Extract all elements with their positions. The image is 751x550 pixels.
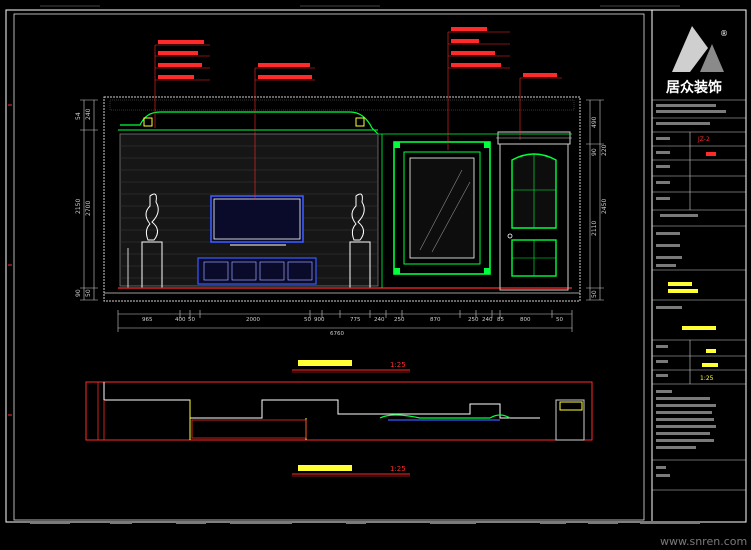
outer-frame bbox=[5, 9, 747, 523]
w-50c: 50 bbox=[556, 317, 563, 323]
w-900: 900 bbox=[314, 317, 325, 323]
door-handle bbox=[507, 233, 513, 239]
dim-r-90: 90 bbox=[591, 148, 598, 156]
glass-reflection bbox=[419, 169, 471, 253]
registered-mark: ® bbox=[720, 29, 728, 38]
door-frame bbox=[499, 143, 569, 291]
tv-screen-inner bbox=[213, 198, 301, 240]
plan-door-yellow bbox=[559, 401, 583, 411]
title-block-fields bbox=[656, 104, 726, 477]
callout-labels bbox=[158, 27, 557, 79]
left-dimensions bbox=[80, 99, 98, 301]
dim-r-50: 50 bbox=[591, 290, 598, 298]
callout-leaders bbox=[154, 31, 562, 200]
watermark: www.snren.com bbox=[660, 535, 747, 548]
w-250a: 250 bbox=[394, 317, 405, 323]
plan-outline bbox=[85, 381, 593, 441]
plan-view bbox=[85, 381, 593, 441]
elevation-title: 1:25 bbox=[292, 360, 410, 373]
crown-yellow-right bbox=[355, 117, 365, 127]
w-250b: 250 bbox=[468, 317, 479, 323]
sculpture-left bbox=[145, 193, 159, 241]
field-yellow-2 bbox=[668, 289, 698, 293]
footer-notes bbox=[30, 521, 700, 524]
door-upper-grid bbox=[512, 154, 556, 228]
field-yellow-5 bbox=[702, 363, 718, 367]
w-400: 400 bbox=[175, 317, 186, 323]
dim-50: 50 bbox=[85, 289, 92, 297]
w-2000: 2000 bbox=[246, 317, 260, 323]
w-965: 965 bbox=[142, 317, 153, 323]
title-block: ® 居众装饰 bbox=[652, 26, 746, 491]
dim-r-490: 490 bbox=[591, 116, 598, 128]
tv-cabinet-drawers bbox=[203, 261, 313, 281]
plan-glass-panel bbox=[379, 414, 511, 419]
wall-hatch-top bbox=[109, 99, 575, 111]
side-markers bbox=[8, 104, 12, 416]
bottom-dimensions bbox=[117, 310, 573, 332]
glass-panel-frame bbox=[393, 141, 491, 275]
w-240b: 240 bbox=[482, 317, 493, 323]
w-50a: 50 bbox=[188, 317, 195, 323]
right-dimension-labels: 490 90 220 2450 2110 50 bbox=[591, 116, 608, 298]
elevation-scale: 1:25 bbox=[390, 361, 406, 369]
plan-title: 1:25 bbox=[292, 465, 410, 477]
dim-90: 90 bbox=[75, 289, 82, 297]
dim-r-2450: 2450 bbox=[601, 199, 608, 214]
field-yellow-3 bbox=[682, 326, 716, 330]
w-50b: 50 bbox=[304, 317, 311, 323]
elevation-view bbox=[103, 96, 581, 302]
plan-wall-line bbox=[103, 382, 540, 419]
field-yellow-4 bbox=[706, 349, 716, 353]
field-red-1 bbox=[706, 152, 716, 156]
dim-2150: 2150 bbox=[75, 199, 82, 214]
total-6760: 6760 bbox=[330, 331, 344, 337]
w-800: 800 bbox=[520, 317, 531, 323]
dim-r-2110: 2110 bbox=[591, 221, 598, 236]
elevation-outline bbox=[103, 96, 581, 302]
w-775: 775 bbox=[350, 317, 361, 323]
plan-cabinet bbox=[191, 419, 307, 439]
dim-2700: 2700 bbox=[85, 201, 92, 216]
plan-door-jamb bbox=[555, 399, 585, 441]
company-logo-icon: ® bbox=[672, 26, 728, 72]
dim-54: 54 bbox=[75, 112, 82, 120]
w-870: 870 bbox=[430, 317, 441, 323]
w-240a: 240 bbox=[374, 317, 385, 323]
dim-240: 240 bbox=[85, 108, 92, 120]
plan-scale: 1:25 bbox=[390, 465, 406, 473]
dim-r-220: 220 bbox=[601, 144, 608, 156]
drawing-area-frame bbox=[13, 13, 645, 521]
tv-screen bbox=[210, 195, 304, 243]
drawing-code: JZ-2 bbox=[697, 136, 710, 143]
glass-panel-inner bbox=[403, 151, 481, 265]
scale-value: 1:25 bbox=[700, 375, 714, 382]
right-dimensions bbox=[586, 99, 604, 301]
bottom-dimension-labels: 965 400 50 2000 50 900 775 240 250 870 2… bbox=[142, 317, 563, 337]
sculpture-right bbox=[351, 193, 365, 241]
crown-molding-left bbox=[120, 111, 379, 135]
crown-yellow-left bbox=[143, 117, 153, 127]
glass-panel-corners bbox=[394, 142, 490, 274]
company-name: 居众装饰 bbox=[666, 79, 722, 96]
title-block-rows bbox=[652, 99, 746, 491]
left-dimension-labels: 240 54 2150 2700 90 50 bbox=[75, 108, 92, 297]
door-lower-grid bbox=[512, 240, 556, 276]
w-85: 85 bbox=[497, 317, 504, 323]
field-yellow-1 bbox=[668, 282, 692, 286]
